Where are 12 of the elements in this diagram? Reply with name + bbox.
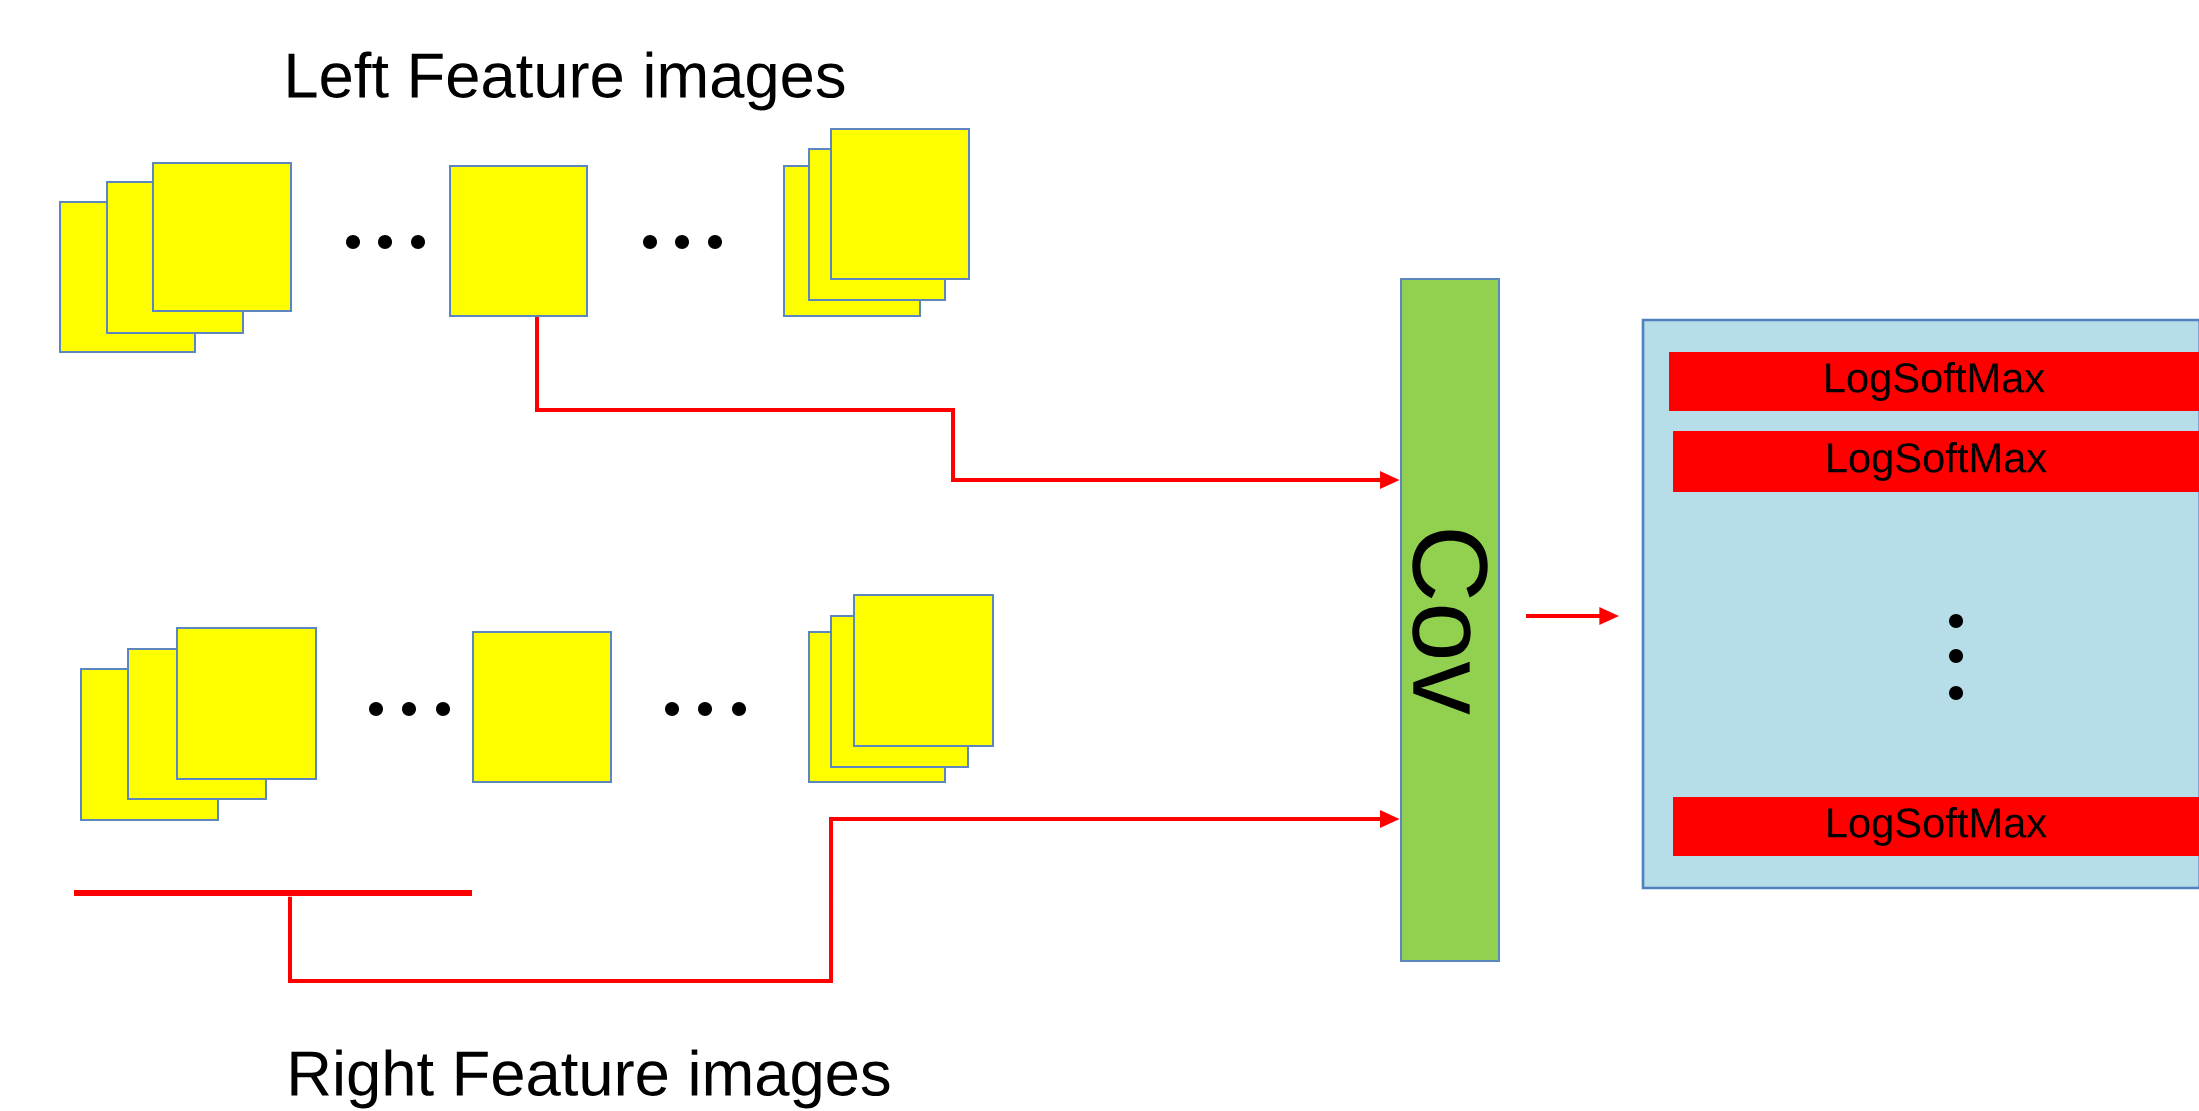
layer-bar: LogSoftMax [1673, 797, 2199, 856]
feature-square [853, 594, 994, 747]
feature-square [830, 128, 970, 280]
layer-bar: LogSoftMax [1673, 431, 2199, 492]
feature-square [472, 631, 612, 783]
heading: Right Feature images [291, 1049, 890, 1109]
layer-bar: LogSoftMax [1669, 352, 2199, 411]
feature-square [449, 165, 588, 317]
heading: Left Feature images [288, 51, 845, 111]
feature-square [152, 162, 292, 312]
cov-bar: Cov [1400, 278, 1500, 962]
feature-square [176, 627, 317, 780]
